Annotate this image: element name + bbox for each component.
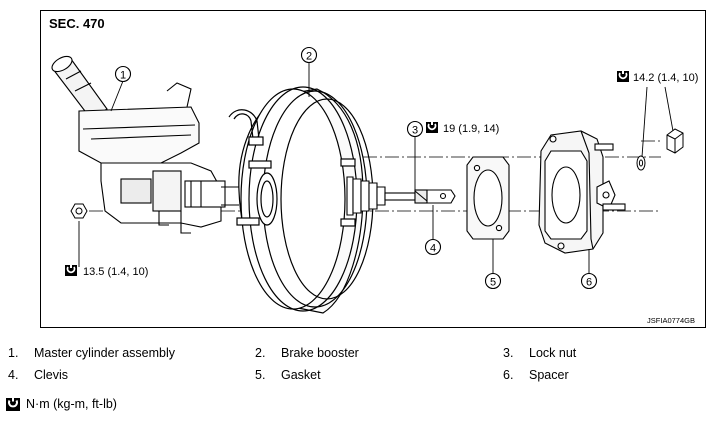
torque-wrench-icon bbox=[617, 71, 629, 82]
torque-value-lock-nut: 19 (1.9, 14) bbox=[443, 123, 499, 135]
legend-item-5: 5.Gasket bbox=[255, 368, 321, 382]
torque-unit-note: N·m (kg-m, ft-lb) bbox=[6, 397, 117, 411]
spacer bbox=[538, 130, 626, 254]
torque-spec-lower-left: 13.5 (1.4, 10) bbox=[65, 265, 148, 278]
booster-push-rod-boot bbox=[346, 176, 456, 216]
brake-booster bbox=[228, 86, 374, 314]
legend-label: Clevis bbox=[34, 368, 69, 382]
diagram-frame: SEC. 470 bbox=[40, 10, 706, 328]
legend-label: Brake booster bbox=[281, 346, 359, 360]
callout-1: 1 bbox=[114, 65, 132, 83]
section-label: SEC. 470 bbox=[49, 16, 105, 31]
svg-text:2: 2 bbox=[306, 51, 312, 63]
legend-item-6: 6.Spacer bbox=[503, 368, 569, 382]
torque-wrench-icon bbox=[65, 265, 77, 276]
legend-item-3: 3.Lock nut bbox=[503, 346, 577, 360]
callout-2: 2 bbox=[300, 46, 318, 64]
spacer-washer-and-nut bbox=[636, 128, 684, 171]
svg-text:4: 4 bbox=[430, 243, 436, 255]
legend-item-4: 4.Clevis bbox=[8, 368, 69, 382]
torque-wrench-icon bbox=[6, 398, 20, 411]
torque-spec-upper-right: 14.2 (1.4, 10) bbox=[617, 71, 698, 84]
legend-label: Gasket bbox=[281, 368, 321, 382]
svg-text:6: 6 bbox=[586, 277, 592, 289]
callout-3: 3 bbox=[406, 120, 424, 138]
callout-6: 6 bbox=[580, 272, 598, 290]
torque-value-upper-right: 14.2 (1.4, 10) bbox=[633, 72, 698, 84]
svg-text:5: 5 bbox=[490, 277, 496, 289]
legend-item-1: 1.Master cylinder assembly bbox=[8, 346, 176, 360]
gasket bbox=[466, 156, 510, 240]
legend-label: Lock nut bbox=[529, 346, 577, 360]
master-cylinder-nut bbox=[70, 203, 88, 219]
exploded-view-diagram: SEC. 470 bbox=[49, 16, 698, 325]
legend-label: Spacer bbox=[529, 368, 569, 382]
torque-wrench-icon bbox=[426, 122, 438, 133]
callout-4: 4 bbox=[424, 238, 442, 256]
legend-item-2: 2.Brake booster bbox=[255, 346, 359, 360]
legend-label: Master cylinder assembly bbox=[34, 346, 176, 360]
leader-lines bbox=[78, 63, 674, 273]
master-cylinder-assembly bbox=[51, 55, 239, 234]
torque-spec-lock-nut: 19 (1.9, 14) bbox=[426, 122, 499, 135]
svg-text:1: 1 bbox=[120, 70, 126, 82]
callout-5: 5 bbox=[484, 272, 502, 290]
figure-id: JSFIA0774GB bbox=[647, 316, 695, 325]
torque-value-lower-left: 13.5 (1.4, 10) bbox=[83, 266, 148, 278]
torque-unit-text: N·m (kg-m, ft-lb) bbox=[26, 397, 117, 411]
svg-text:3: 3 bbox=[412, 125, 418, 137]
